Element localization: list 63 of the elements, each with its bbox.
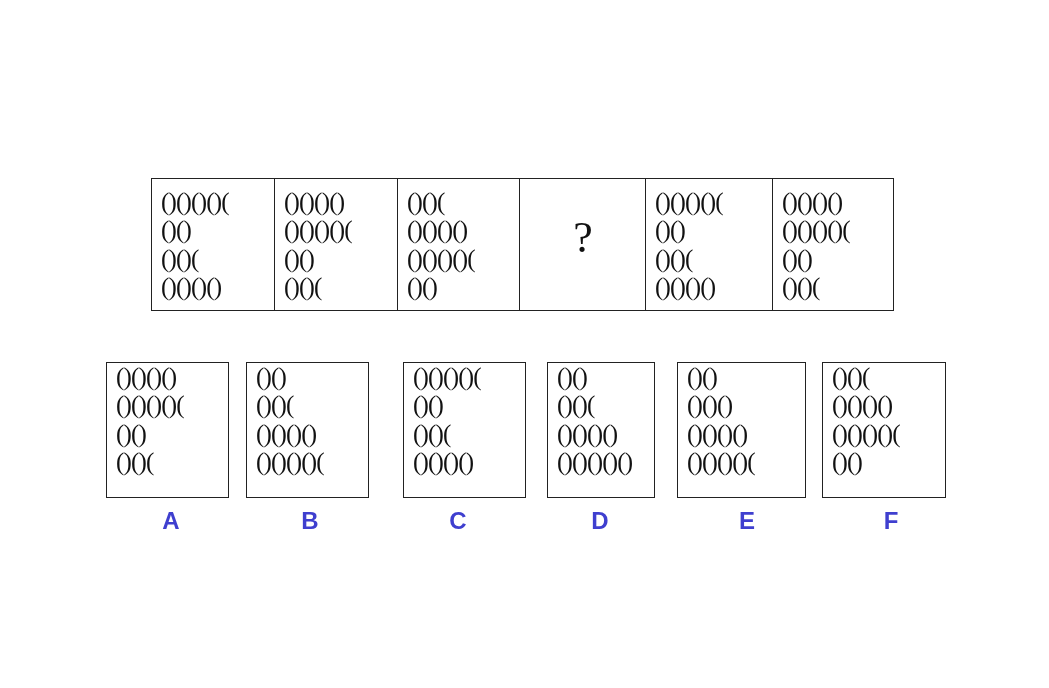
oval-pattern-text: ()()()() [832, 391, 893, 420]
oval-pattern-text: ()()()()( [413, 363, 481, 392]
oval-pattern-text: ()()( [161, 244, 199, 274]
oval-pattern-text: ()() [161, 216, 192, 245]
oval-pattern-text: ()()()() [161, 273, 222, 302]
puzzle-sequence-cell [519, 178, 646, 311]
puzzle-sequence-cell [274, 178, 398, 311]
option-letter: F [883, 508, 899, 534]
puzzle-sequence-cell [397, 178, 520, 311]
oval-pattern-text: ()()()()( [687, 448, 755, 477]
oval-pattern-text: ()() [116, 419, 147, 449]
oval-pattern-text: ()()( [413, 419, 451, 449]
oval-pattern-text: ()() [256, 363, 287, 392]
oval-pattern-text: ()()( [655, 244, 693, 274]
option-letter: E [739, 508, 755, 534]
oval-pattern-text: ()()( [284, 273, 322, 302]
oval-pattern-text: ()()( [832, 363, 870, 392]
oval-pattern-text: ()()()()() [557, 448, 633, 477]
answer-option-box [547, 362, 655, 498]
oval-pattern-text: ()()()() [687, 419, 748, 449]
oval-pattern-text: ()()()()( [782, 216, 850, 245]
oval-pattern-text: ()()( [557, 391, 595, 420]
answer-option-box [403, 362, 526, 498]
oval-pattern-text: ()() [832, 448, 863, 477]
oval-pattern-text: ()()( [407, 188, 445, 217]
oval-pattern-text: ()()( [116, 448, 154, 477]
oval-pattern-text: ()() [557, 363, 588, 392]
puzzle-sequence-cell [772, 178, 894, 311]
option-letter: A [162, 508, 180, 534]
oval-pattern-text: ()()()() [413, 448, 474, 477]
answer-option-box [106, 362, 229, 498]
oval-pattern-text: ()()()() [782, 188, 843, 217]
oval-pattern-text: ()() [413, 391, 444, 420]
option-letter: D [591, 508, 609, 534]
oval-pattern-text: ()()()() [557, 419, 618, 449]
oval-pattern-text: ()()()()( [284, 216, 352, 245]
oval-pattern-text: ()()()()( [655, 188, 723, 217]
oval-pattern-text: ()()()() [256, 419, 317, 449]
puzzle-sequence-cell [151, 178, 275, 311]
option-letter: B [301, 508, 319, 534]
puzzle-sequence-cell [645, 178, 773, 311]
option-letter: C [449, 508, 467, 534]
oval-pattern-text: ()()()() [655, 273, 716, 302]
answer-option-box [677, 362, 806, 498]
oval-pattern-text: ()()( [782, 273, 820, 302]
oval-pattern-text: ()() [655, 216, 686, 245]
oval-pattern-text: ()()()() [116, 363, 177, 392]
oval-pattern-text: ()()()()( [256, 448, 324, 477]
answer-option-box [822, 362, 946, 498]
oval-pattern-text: ()() [284, 244, 315, 274]
answer-option-box [246, 362, 369, 498]
oval-pattern-text: ()()()()( [116, 391, 184, 420]
oval-pattern-text: ()() [782, 244, 813, 274]
oval-pattern-text: ()()( [256, 391, 294, 420]
oval-pattern-text: ()() [687, 363, 718, 392]
oval-pattern-text: ()() [407, 273, 438, 302]
question-mark: ? [573, 213, 593, 263]
oval-pattern-text: ()()()()( [407, 244, 475, 274]
oval-pattern-text: ()()()()( [832, 419, 900, 449]
oval-pattern-text: ()()() [687, 391, 733, 420]
oval-pattern-text: ()()()()( [161, 188, 229, 217]
oval-pattern-text: ()()()() [284, 188, 345, 217]
oval-pattern-text: ()()()() [407, 216, 468, 245]
